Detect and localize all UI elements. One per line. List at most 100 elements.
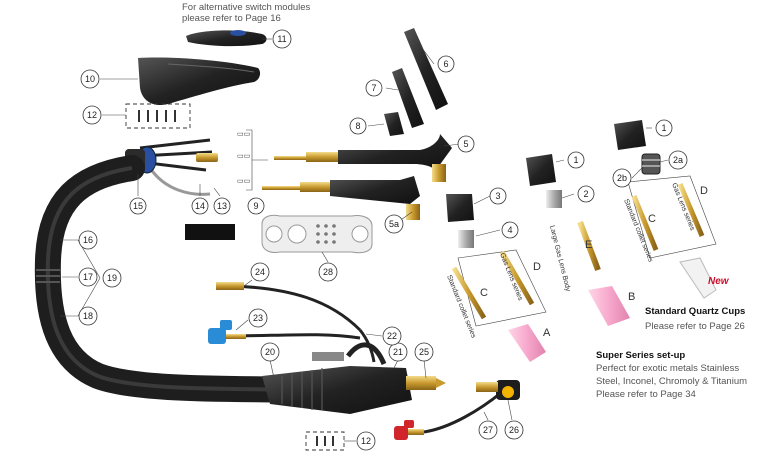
svg-text:1: 1 [573, 155, 578, 165]
back-cap-medium [392, 68, 424, 128]
callout-21: 21 [388, 342, 408, 362]
callout-2: 2 [577, 185, 595, 203]
quartz-cup [679, 257, 717, 299]
letter-d-kit-b: D [700, 185, 708, 197]
callout-17: 17 [78, 267, 98, 287]
callout-15: 15 [129, 197, 147, 215]
svg-text:13: 13 [217, 201, 227, 211]
cup-holder-part3 [446, 194, 474, 222]
alt-switch-note-line2: please refer to Page 16 [182, 13, 281, 24]
letter-d-kit-a: D [533, 261, 541, 273]
callout-1-mid: 1 [567, 151, 585, 169]
quartz-ref: Please refer to Page 26 [645, 321, 745, 332]
callout-8: 8 [349, 117, 367, 135]
spanner-tool [261, 214, 373, 254]
callout-19: 19 [102, 268, 122, 288]
super-series-line2: Steel, Inconel, Chromoly & Titanium [596, 376, 747, 387]
alt-switch-note-line1: For alternative switch modules [182, 2, 311, 13]
svg-text:12: 12 [87, 110, 97, 120]
svg-text:17: 17 [83, 272, 93, 282]
svg-text:28: 28 [323, 267, 333, 277]
back-cap-long [404, 28, 448, 110]
svg-text:▭▭: ▭▭ [237, 131, 250, 138]
svg-text:1: 1 [661, 123, 666, 133]
callout-27: 27 [478, 420, 498, 440]
svg-text:16: 16 [83, 235, 93, 245]
svg-text:10: 10 [85, 74, 95, 84]
torch-head-short [262, 176, 420, 220]
dashed-parts-bottom [305, 431, 356, 451]
quartz-title: Standard Quartz Cups [645, 306, 745, 317]
letter-b: B [628, 291, 635, 303]
callout-23: 23 [248, 308, 268, 328]
svg-text:20: 20 [265, 347, 275, 357]
callout-2b: 2b [612, 168, 632, 188]
letter-c-kit-a: C [480, 287, 488, 299]
svg-text:19: 19 [107, 273, 117, 283]
callout-2a: 2a [668, 150, 688, 170]
kit-a-gas-lens-label: Gas Lens series [498, 252, 524, 302]
letter-a: A [543, 327, 551, 339]
letter-c-kit-b: C [648, 213, 656, 225]
svg-text:27: 27 [483, 425, 493, 435]
svg-text:▭▭: ▭▭ [237, 178, 250, 185]
callout-6: 6 [437, 55, 455, 73]
svg-text:22: 22 [387, 331, 397, 341]
svg-text:8: 8 [355, 121, 360, 131]
callout-28: 28 [318, 262, 338, 282]
callout-5: 5 [457, 135, 475, 153]
callout-7: 7 [365, 79, 383, 97]
svg-text:14: 14 [195, 201, 205, 211]
svg-text:5a: 5a [389, 219, 399, 229]
gas-and-water-lines [208, 282, 376, 363]
letter-e: E [585, 239, 592, 251]
callout-9: 9 [247, 197, 265, 215]
kit-a-frame [451, 249, 547, 327]
rear-body-assembly [262, 342, 446, 414]
cup-part1-right [614, 120, 646, 150]
super-series-title: Super Series set-up [596, 350, 685, 361]
callout-1-extra: 1 [0, 0, 5, 2]
svg-text:23: 23 [253, 313, 263, 323]
svg-text:6: 6 [443, 59, 448, 69]
callout-10: 10 [80, 69, 100, 89]
callout-14: 14 [191, 197, 209, 215]
svg-text:18: 18 [83, 311, 93, 321]
svg-text:24: 24 [255, 267, 265, 277]
svg-text:21: 21 [393, 347, 403, 357]
back-cap-short [384, 112, 404, 136]
red-connector-lead [394, 380, 520, 440]
pink-cup-b [588, 286, 630, 326]
svg-text:5: 5 [463, 139, 468, 149]
dashed-parts-top [102, 103, 191, 129]
svg-text:2a: 2a [673, 155, 683, 165]
blue-connector [208, 320, 246, 344]
svg-text:3: 3 [495, 191, 500, 201]
callout-12-top: 12 [82, 105, 102, 125]
callout-26: 26 [504, 420, 524, 440]
large-gas-lens-body [577, 220, 601, 272]
torch-handle [100, 57, 261, 106]
switch-module [186, 30, 272, 47]
callout-12-bottom: 12 [356, 431, 376, 451]
super-series-ref: Please refer to Page 34 [596, 389, 696, 400]
callout-20: 20 [260, 342, 280, 362]
callout-25: 25 [414, 342, 434, 362]
callout-11: 11 [272, 29, 292, 49]
callout-3: 3 [489, 187, 507, 205]
kit-b-frame [627, 175, 717, 259]
svg-text:11: 11 [277, 34, 286, 44]
svg-text:7: 7 [371, 83, 376, 93]
torch-head-flexible [274, 134, 452, 182]
callout-5a: 5a [384, 214, 404, 234]
svg-text:▭▭: ▭▭ [237, 153, 250, 160]
svg-text:2b: 2b [617, 173, 627, 183]
new-badge: New [708, 276, 730, 287]
insulation-sleeve [185, 224, 235, 240]
callout-4: 4 [501, 221, 519, 239]
gas-lens-part2 [546, 190, 562, 208]
super-series-line1: Perfect for exotic metals Stainless [596, 363, 739, 374]
svg-text:2: 2 [583, 189, 588, 199]
callout-16: 16 [78, 230, 98, 250]
